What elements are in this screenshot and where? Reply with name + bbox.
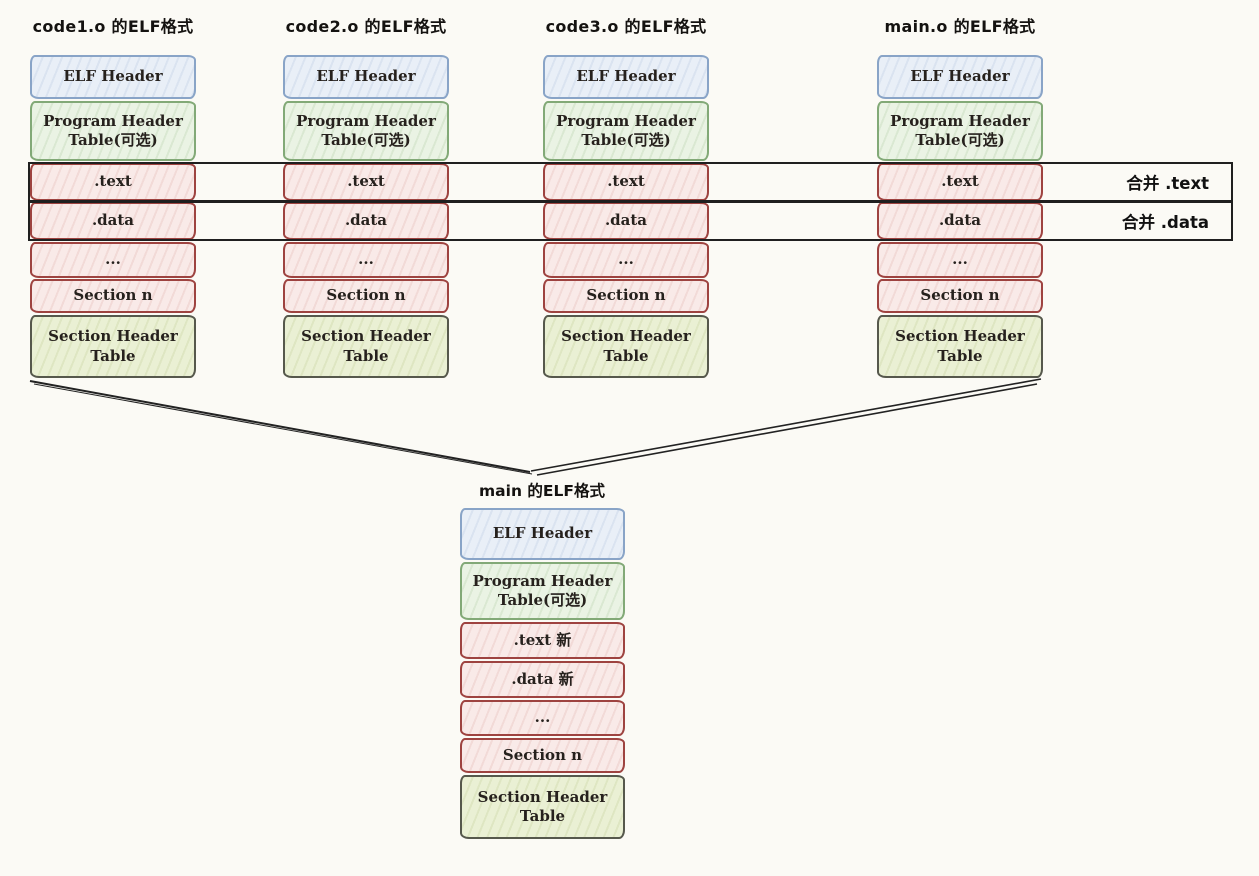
- column-4-row-2: Program Header Table(可选): [877, 101, 1043, 161]
- column-1-row-4: .data: [30, 202, 196, 240]
- merged-column-title: main 的ELF格式: [479, 482, 605, 500]
- column-3-row-2: Program Header Table(可选): [543, 101, 709, 161]
- merged-row-4: .data 新: [460, 661, 625, 698]
- column-2-row-6: Section n: [283, 279, 449, 313]
- column-1-row-5: ...: [30, 242, 196, 278]
- merged-row-1: ELF Header: [460, 508, 625, 560]
- merge-band-data-label: 合并 .data: [1122, 213, 1209, 232]
- column-1-row-7: Section Header Table: [30, 315, 196, 378]
- column-1-row-1: ELF Header: [30, 55, 196, 99]
- column-2-row-1: ELF Header: [283, 55, 449, 99]
- column-title-4: main.o 的ELF格式: [884, 17, 1036, 36]
- column-3-row-4: .data: [543, 202, 709, 240]
- column-2-row-3: .text: [283, 163, 449, 201]
- column-1-row-2: Program Header Table(可选): [30, 101, 196, 161]
- merge-band-text-label: 合并 .text: [1126, 174, 1209, 193]
- column-2-row-4: .data: [283, 202, 449, 240]
- column-2-row-2: Program Header Table(可选): [283, 101, 449, 161]
- column-3-row-6: Section n: [543, 279, 709, 313]
- merged-row-5: ...: [460, 700, 625, 736]
- column-3-row-1: ELF Header: [543, 55, 709, 99]
- column-3-row-3: .text: [543, 163, 709, 201]
- column-2-row-7: Section Header Table: [283, 315, 449, 378]
- column-4-row-1: ELF Header: [877, 55, 1043, 99]
- column-4-row-4: .data: [877, 202, 1043, 240]
- column-4-row-6: Section n: [877, 279, 1043, 313]
- column-title-2: code2.o 的ELF格式: [285, 17, 447, 36]
- merged-row-7: Section Header Table: [460, 775, 625, 839]
- column-3-row-5: ...: [543, 242, 709, 278]
- merged-row-3: .text 新: [460, 622, 625, 659]
- column-2-row-5: ...: [283, 242, 449, 278]
- column-4-row-7: Section Header Table: [877, 315, 1043, 378]
- column-title-1: code1.o 的ELF格式: [32, 17, 194, 36]
- column-4-row-5: ...: [877, 242, 1043, 278]
- merged-row-2: Program Header Table(可选): [460, 562, 625, 620]
- column-1-row-6: Section n: [30, 279, 196, 313]
- column-1-row-3: .text: [30, 163, 196, 201]
- merged-row-6: Section n: [460, 738, 625, 773]
- column-title-3: code3.o 的ELF格式: [545, 17, 707, 36]
- column-4-row-3: .text: [877, 163, 1043, 201]
- column-3-row-7: Section Header Table: [543, 315, 709, 378]
